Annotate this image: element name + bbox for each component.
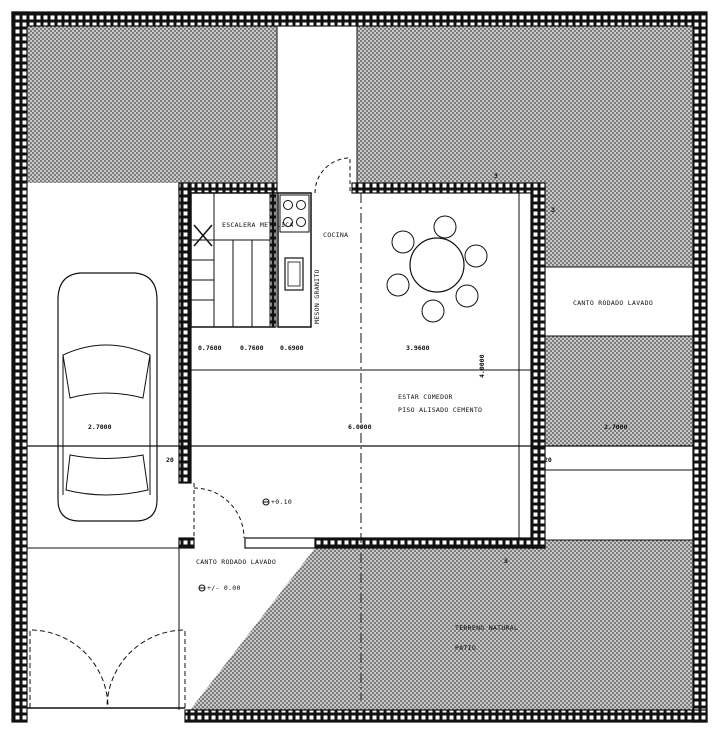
garage-gate xyxy=(29,629,186,709)
level-marker-exterior xyxy=(198,584,206,592)
kitchen-label: COCINA xyxy=(323,231,348,239)
gravel-label-front: CANTO RODADO LAVADO xyxy=(196,558,276,566)
dimension-3: 0.6900 xyxy=(280,344,304,352)
dimension-1: 0.7600 xyxy=(198,344,222,352)
terrain-top-right xyxy=(357,26,693,183)
house-walls xyxy=(178,182,546,549)
level-label-exterior: +/- 0.00 xyxy=(207,584,241,592)
level-label-interior: +0.10 xyxy=(271,498,292,506)
dimension-8: 4.0000 xyxy=(478,354,486,378)
marker-2: 3 xyxy=(551,206,555,214)
dimension-7: 2.7000 xyxy=(604,423,628,431)
gravel-strip-right xyxy=(544,266,694,337)
front-door xyxy=(193,483,245,539)
dimension-6: 2.7000 xyxy=(88,423,112,431)
terrain-right-middle xyxy=(545,336,693,446)
kitchen-door xyxy=(314,157,351,194)
dimension-side-left: 20 xyxy=(166,456,174,464)
gravel-strip-right-lower xyxy=(544,469,694,541)
site-boundary xyxy=(11,11,708,723)
counter-label: MESON GRANITO xyxy=(313,269,321,324)
level-marker-interior xyxy=(262,498,270,506)
dimension-side-right: 20 xyxy=(544,456,552,464)
dimension-5: 6.0000 xyxy=(348,423,372,431)
terrain-areas xyxy=(27,26,693,710)
terrain-right-lower xyxy=(545,540,693,710)
dimension-4: 3.9600 xyxy=(406,344,430,352)
car-icon xyxy=(57,272,158,522)
stair xyxy=(190,192,277,328)
kitchen-counter xyxy=(277,192,312,328)
dimension-2: 0.7600 xyxy=(240,344,264,352)
living-label-1: ESTAR COMEDOR xyxy=(398,393,453,401)
patio-label: PATIO xyxy=(455,644,476,652)
marker-3: 3 xyxy=(504,557,508,565)
gravel-label-right: CANTO RODADO LAVADO xyxy=(573,299,653,307)
stair-label: ESCALERA METALICA xyxy=(222,221,294,229)
terrain-right-upper xyxy=(545,183,693,267)
marker-1: 3 xyxy=(494,172,498,180)
living-label-2: PISO ALISADO CEMENTO xyxy=(398,406,482,414)
sink-icon xyxy=(284,257,304,291)
terrain-label: TERRENO NATURAL xyxy=(455,624,518,632)
terrain-bottom xyxy=(190,548,545,710)
dining-table xyxy=(386,215,488,323)
terrain-top-left xyxy=(27,26,277,183)
